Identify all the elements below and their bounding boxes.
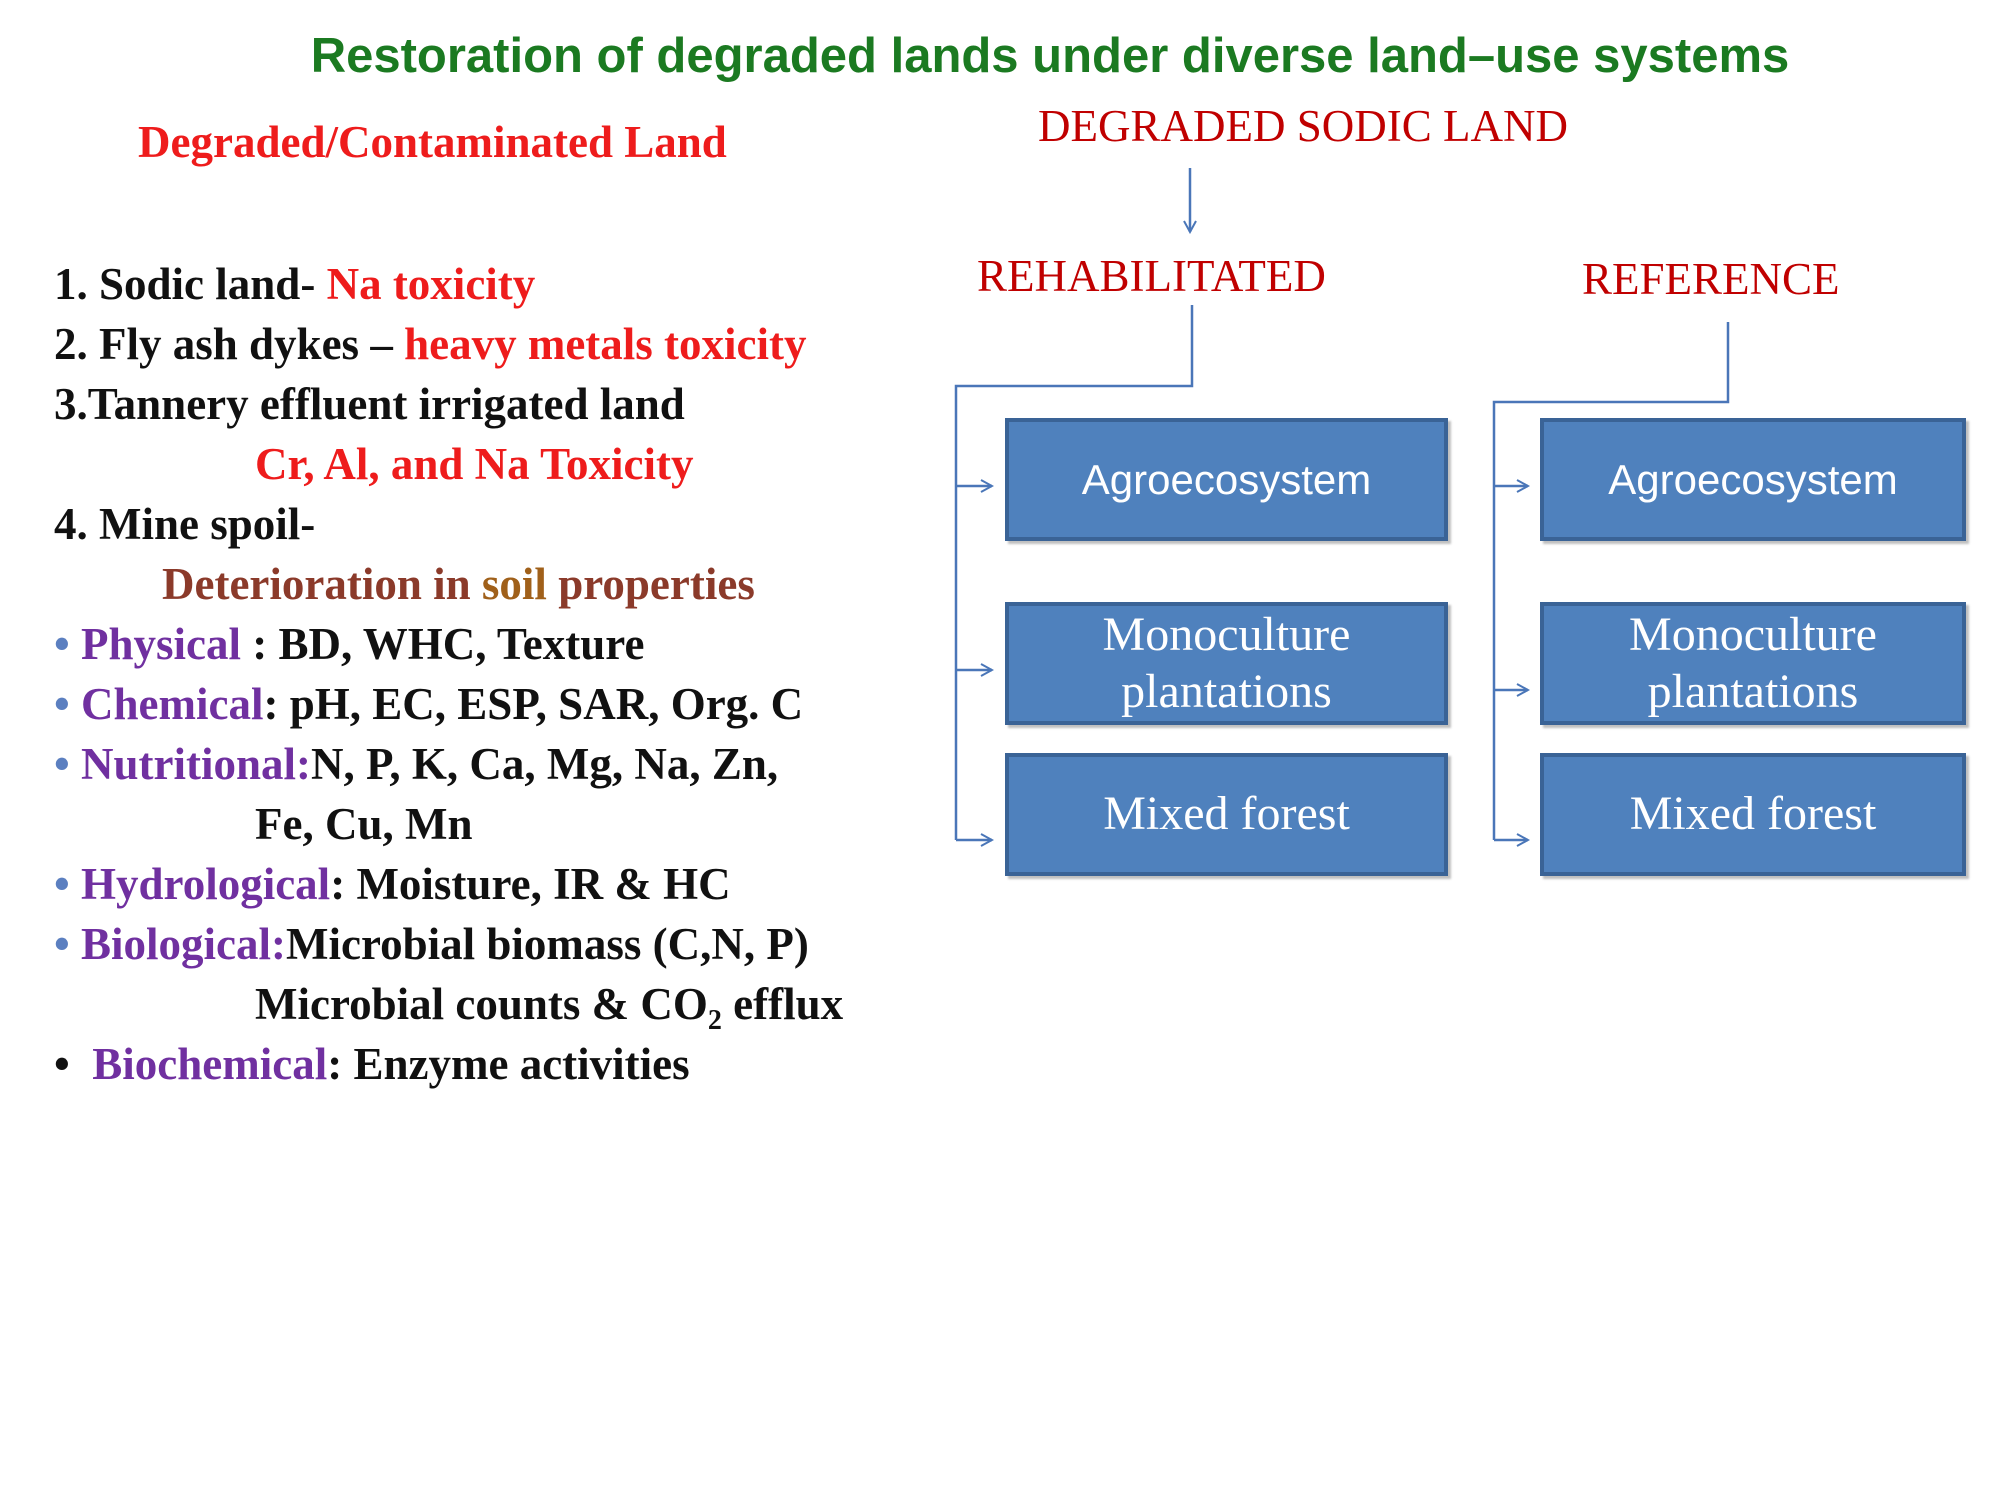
ref-monoculture-box: Monoculture plantations bbox=[1540, 602, 1966, 725]
property-chemical: • Chemical: pH, EC, ESP, SAR, Org. C bbox=[54, 682, 803, 727]
box-label: Monoculture plantations bbox=[1629, 607, 1877, 718]
property-text: Moisture, IR & HC bbox=[356, 859, 731, 909]
property-text: Microbial counts & CO bbox=[255, 979, 708, 1029]
item-highlight: heavy metals toxicity bbox=[404, 319, 807, 369]
rehabilitated-connector bbox=[954, 305, 1194, 840]
property-text: N, P, K, Ca, Mg, Na, Zn, bbox=[311, 739, 779, 789]
bullet-icon: • bbox=[54, 859, 70, 909]
deterioration-soil: soil bbox=[481, 559, 547, 609]
item-text: 2. Fly ash dykes – bbox=[54, 319, 405, 369]
list-item-2: 2. Fly ash dykes – heavy metals toxicity bbox=[54, 322, 807, 367]
property-biological: • Biological:Microbial biomass (C,N, P) bbox=[54, 922, 809, 967]
property-nutritional-continued: Fe, Cu, Mn bbox=[255, 799, 473, 849]
property-sep: : bbox=[263, 679, 290, 729]
bullet-icon: • bbox=[54, 619, 70, 669]
property-label: Chemical bbox=[81, 679, 264, 729]
bullet-icon: • bbox=[54, 1039, 70, 1089]
slide-title: Restoration of degraded lands under dive… bbox=[310, 29, 1790, 83]
subscript: 2 bbox=[707, 1005, 722, 1036]
branch-label-rehabilitated: REHABILITATED bbox=[977, 251, 1326, 301]
bullet-icon: • bbox=[54, 679, 70, 729]
property-label: Biological: bbox=[81, 919, 286, 969]
property-label: Physical bbox=[81, 619, 242, 669]
property-label: Biochemical bbox=[92, 1039, 328, 1089]
property-text: BD, WHC, Texture bbox=[278, 619, 645, 669]
deterioration-heading: Deterioration in soil properties bbox=[162, 562, 755, 607]
list-item-3-toxicity: Cr, Al, and Na Toxicity bbox=[255, 439, 694, 489]
property-text: efflux bbox=[721, 979, 844, 1029]
list-item-1: 1. Sodic land- Na toxicity bbox=[54, 262, 535, 307]
deterioration-part: properties bbox=[546, 559, 755, 609]
property-physical: • Physical : BD, WHC, Texture bbox=[54, 622, 644, 667]
property-nutritional: • Nutritional:N, P, K, Ca, Mg, Na, Zn, bbox=[54, 742, 778, 787]
property-text: pH, EC, ESP, SAR, Org. C bbox=[289, 679, 804, 729]
item-highlight: Na toxicity bbox=[326, 259, 536, 309]
property-sep: : bbox=[330, 859, 357, 909]
rehab-mixed-forest-box: Mixed forest bbox=[1005, 753, 1448, 876]
rehab-monoculture-box: Monoculture plantations bbox=[1005, 602, 1448, 725]
box-label: Mixed forest bbox=[1103, 787, 1350, 841]
list-item-3: 3.Tannery effluent irrigated land bbox=[54, 382, 685, 427]
reference-connector bbox=[1492, 322, 1730, 840]
property-text: Microbial biomass (C,N, P) bbox=[286, 919, 809, 969]
item-text: 1. Sodic land- bbox=[54, 259, 327, 309]
property-text: Enzyme activities bbox=[353, 1039, 690, 1089]
property-hydrological: • Hydrological: Moisture, IR & HC bbox=[54, 862, 731, 907]
box-label: Agroecosystem bbox=[1081, 455, 1372, 503]
bullet-icon: • bbox=[54, 739, 70, 789]
property-label: Nutritional: bbox=[81, 739, 312, 789]
root-node-label: DEGRADED SODIC LAND bbox=[1038, 101, 1568, 151]
item-text: 3.Tannery effluent irrigated land bbox=[54, 379, 685, 429]
deterioration-part: Deterioration in bbox=[162, 559, 482, 609]
box-label: Mixed forest bbox=[1629, 787, 1877, 841]
rehab-agroecosystem-box: Agroecosystem bbox=[1005, 418, 1448, 541]
branch-label-reference: REFERENCE bbox=[1582, 254, 1840, 304]
ref-agroecosystem-box: Agroecosystem bbox=[1540, 418, 1966, 541]
list-item-4: 4. Mine spoil- bbox=[54, 502, 315, 547]
box-label: Agroecosystem bbox=[1608, 455, 1898, 503]
bullet-icon: • bbox=[54, 919, 70, 969]
left-heading: Degraded/Contaminated Land bbox=[138, 117, 727, 167]
property-sep: : bbox=[241, 619, 279, 669]
item-text: 4. Mine spoil- bbox=[54, 499, 316, 549]
property-biological-continued: Microbial counts & CO2 efflux bbox=[255, 982, 843, 1035]
property-sep: : bbox=[327, 1039, 354, 1089]
property-label: Hydrological bbox=[81, 859, 331, 909]
ref-mixed-forest-box: Mixed forest bbox=[1540, 753, 1966, 876]
box-label: Monoculture plantations bbox=[1102, 607, 1351, 718]
property-biochemical: • Biochemical: Enzyme activities bbox=[54, 1042, 690, 1087]
